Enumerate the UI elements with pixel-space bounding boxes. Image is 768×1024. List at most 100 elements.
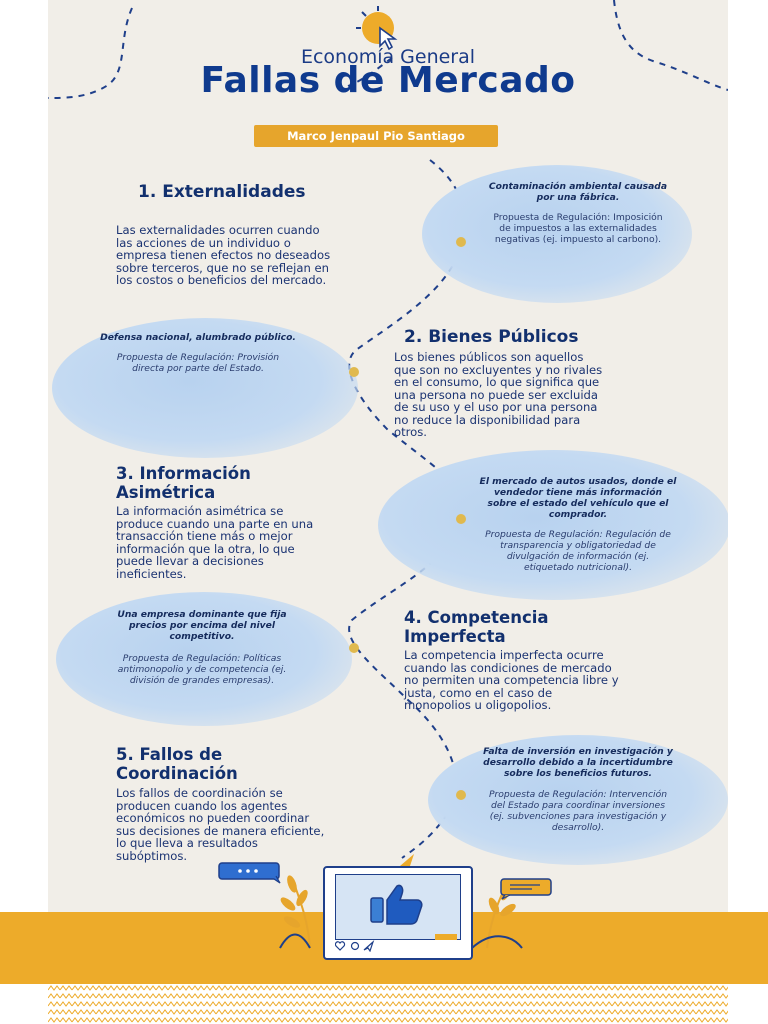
section-4-example-title: Una empresa dominante que fija precios p…	[82, 609, 322, 642]
example-blob-4	[56, 592, 352, 726]
text-line: sobre terceros, que no se reflejan en	[116, 260, 329, 275]
section-1-example-proposal: Propuesta de Regulación: Imposición de i…	[458, 212, 698, 245]
footer-zigzag	[48, 984, 728, 1024]
post-action-bar	[335, 940, 375, 952]
text-line: que son no excluyentes y no rivales	[394, 362, 603, 377]
text-line: Propuesta de Regulación: Provisión	[116, 352, 280, 363]
text-line: información que la otra, lo que	[116, 541, 295, 556]
section-1-example-title: Contaminación ambiental causada por una …	[458, 181, 698, 203]
section-4-heading: 4. Competencia Imperfecta	[404, 608, 549, 646]
zigzag-pattern	[48, 984, 728, 1024]
section-2-body: Los bienes públicos son aquellos que son…	[394, 351, 704, 439]
text-line: competitivo.	[169, 631, 235, 642]
text-line: en el consumo, lo que significa que	[394, 375, 600, 389]
text-line: Los fallos de coordinación se	[116, 786, 283, 800]
post-progress-accent	[435, 934, 457, 940]
text-line: ineficientes.	[116, 566, 187, 581]
text-line: Propuesta de Regulación: Intervención	[488, 789, 668, 800]
text-line: produce cuando una parte en una	[116, 516, 314, 531]
heading-line: 4. Competencia	[404, 608, 549, 627]
section-2-example-proposal: Propuesta de Regulación: Provisión direc…	[68, 352, 328, 374]
text-line: Una empresa dominante que fija	[117, 609, 287, 620]
text-line: de su uso y el uso por una persona	[394, 400, 598, 414]
section-3-heading: 3. Información Asimétrica	[116, 464, 251, 502]
text-line: directa por parte del Estado.	[132, 363, 264, 374]
text-line: sobre los beneficios futuros.	[503, 768, 653, 779]
section-5-body: Los fallos de coordinación se producen c…	[116, 787, 416, 862]
plant-left-decoration	[279, 875, 311, 949]
text-line: división de grandes empresas).	[129, 675, 275, 686]
text-line: desarrollo debido a la incertidumbre	[483, 757, 673, 768]
text-line: lo que lleva a resultados	[116, 836, 258, 850]
section-1-body: Las externalidades ocurren cuando las ac…	[116, 224, 416, 287]
heading-line: Imperfecta	[404, 627, 506, 646]
social-post-frame	[323, 866, 473, 960]
dashed-path-decoration	[48, 0, 728, 859]
text-line: empresa tienen efectos no deseados	[116, 248, 331, 262]
text-line: monopolios u oligopolios.	[404, 698, 552, 712]
search-icon	[350, 941, 360, 951]
thumbs-up-icon	[370, 884, 423, 925]
text-line: Las externalidades ocurren cuando	[116, 223, 320, 237]
text-line: transparencia y obligatoriedad de	[500, 540, 656, 551]
text-line: los costos o beneficios del mercado.	[116, 273, 327, 287]
text-line: del Estado para coordinar inversiones	[490, 800, 665, 811]
subtitle: Economía General	[300, 46, 476, 68]
send-icon	[363, 940, 375, 952]
section-5-heading: 5. Fallos de Coordinación	[116, 745, 238, 783]
text-line: Propuesta de Regulación: Políticas	[122, 653, 282, 664]
text-line: económicos no pueden coordinar	[116, 811, 310, 825]
typing-dots-icon	[218, 862, 281, 884]
page-title: Fallas de Mercado	[200, 60, 576, 101]
text-line: no reduce la disponibilidad para	[394, 412, 581, 427]
infographic-poster: Economía General Fallas de Mercado Marco…	[48, 0, 728, 1024]
section-4-example-proposal: Propuesta de Regulación: Políticas antim…	[82, 653, 322, 686]
text-line: Defensa nacional, alumbrado público.	[100, 332, 296, 343]
heading-line: Asimétrica	[116, 483, 216, 502]
text-line: negativas (ej. impuesto al carbono).	[494, 234, 662, 245]
text-line: cuando las condiciones de mercado	[404, 660, 612, 675]
section-5-example-title: Falta de inversión en investigación y de…	[448, 746, 708, 779]
arrow-head-icon	[400, 854, 414, 866]
text-line: no permiten una competencia libre y	[404, 673, 619, 687]
text-line: Propuesta de Regulación: Imposición	[493, 212, 663, 223]
section-2-example-title: Defensa nacional, alumbrado público.	[68, 332, 328, 343]
chat-lines-icon	[500, 878, 552, 900]
text-line: las acciones de un individuo o	[116, 235, 291, 250]
text-line: El mercado de autos usados, donde el	[479, 476, 677, 487]
section-4-body: La competencia imperfecta ocurre cuando …	[404, 649, 714, 712]
example-blob-2	[52, 318, 358, 458]
heading-line: 3. Información	[116, 464, 251, 483]
text-line: justa, como en el caso de	[404, 685, 553, 700]
section-3-body: La información asimétrica se produce cua…	[116, 505, 406, 580]
text-line: puede llevar a decisiones	[116, 554, 264, 568]
section-3-example-title: El mercado de autos usados, donde el ven…	[448, 476, 708, 520]
text-line: La información asimétrica se	[116, 504, 284, 518]
text-line: sobre el estado del vehículo que el	[487, 498, 669, 509]
text-line: subóptimos.	[116, 848, 188, 863]
text-line: precios por encima del nivel	[128, 620, 276, 631]
heart-icon	[335, 941, 346, 951]
text-line: (ej. subvenciones para investigación y	[489, 811, 667, 822]
text-line: antimonopolio y de competencia (ej.	[117, 664, 287, 675]
example-blob-3	[378, 450, 728, 600]
heading-line: Coordinación	[116, 764, 238, 783]
text-line: comprador.	[548, 509, 608, 520]
section-3-example-proposal: Propuesta de Regulación: Regulación de t…	[448, 529, 708, 573]
text-line: desarrollo).	[551, 822, 605, 833]
text-line: divulgación de información (ej.	[506, 551, 650, 562]
text-line: etiquetado nutricional).	[523, 562, 633, 573]
text-line: por una fábrica.	[536, 192, 620, 203]
example-blob-1	[422, 165, 692, 303]
text-line: otros.	[394, 425, 427, 439]
author-badge: Marco Jenpaul Pio Santiago	[254, 125, 498, 147]
text-line: Contaminación ambiental causada	[488, 181, 668, 192]
text-line: Los bienes públicos son aquellos	[394, 350, 584, 364]
cursor-click-icon	[356, 6, 398, 50]
text-line: Propuesta de Regulación: Regulación de	[485, 529, 671, 540]
text-line: vendedor tiene más información	[493, 487, 663, 498]
path-markers	[349, 237, 466, 800]
text-line: Falta de inversión en investigación y	[483, 746, 673, 757]
text-line: La competencia imperfecta ocurre	[404, 648, 604, 662]
